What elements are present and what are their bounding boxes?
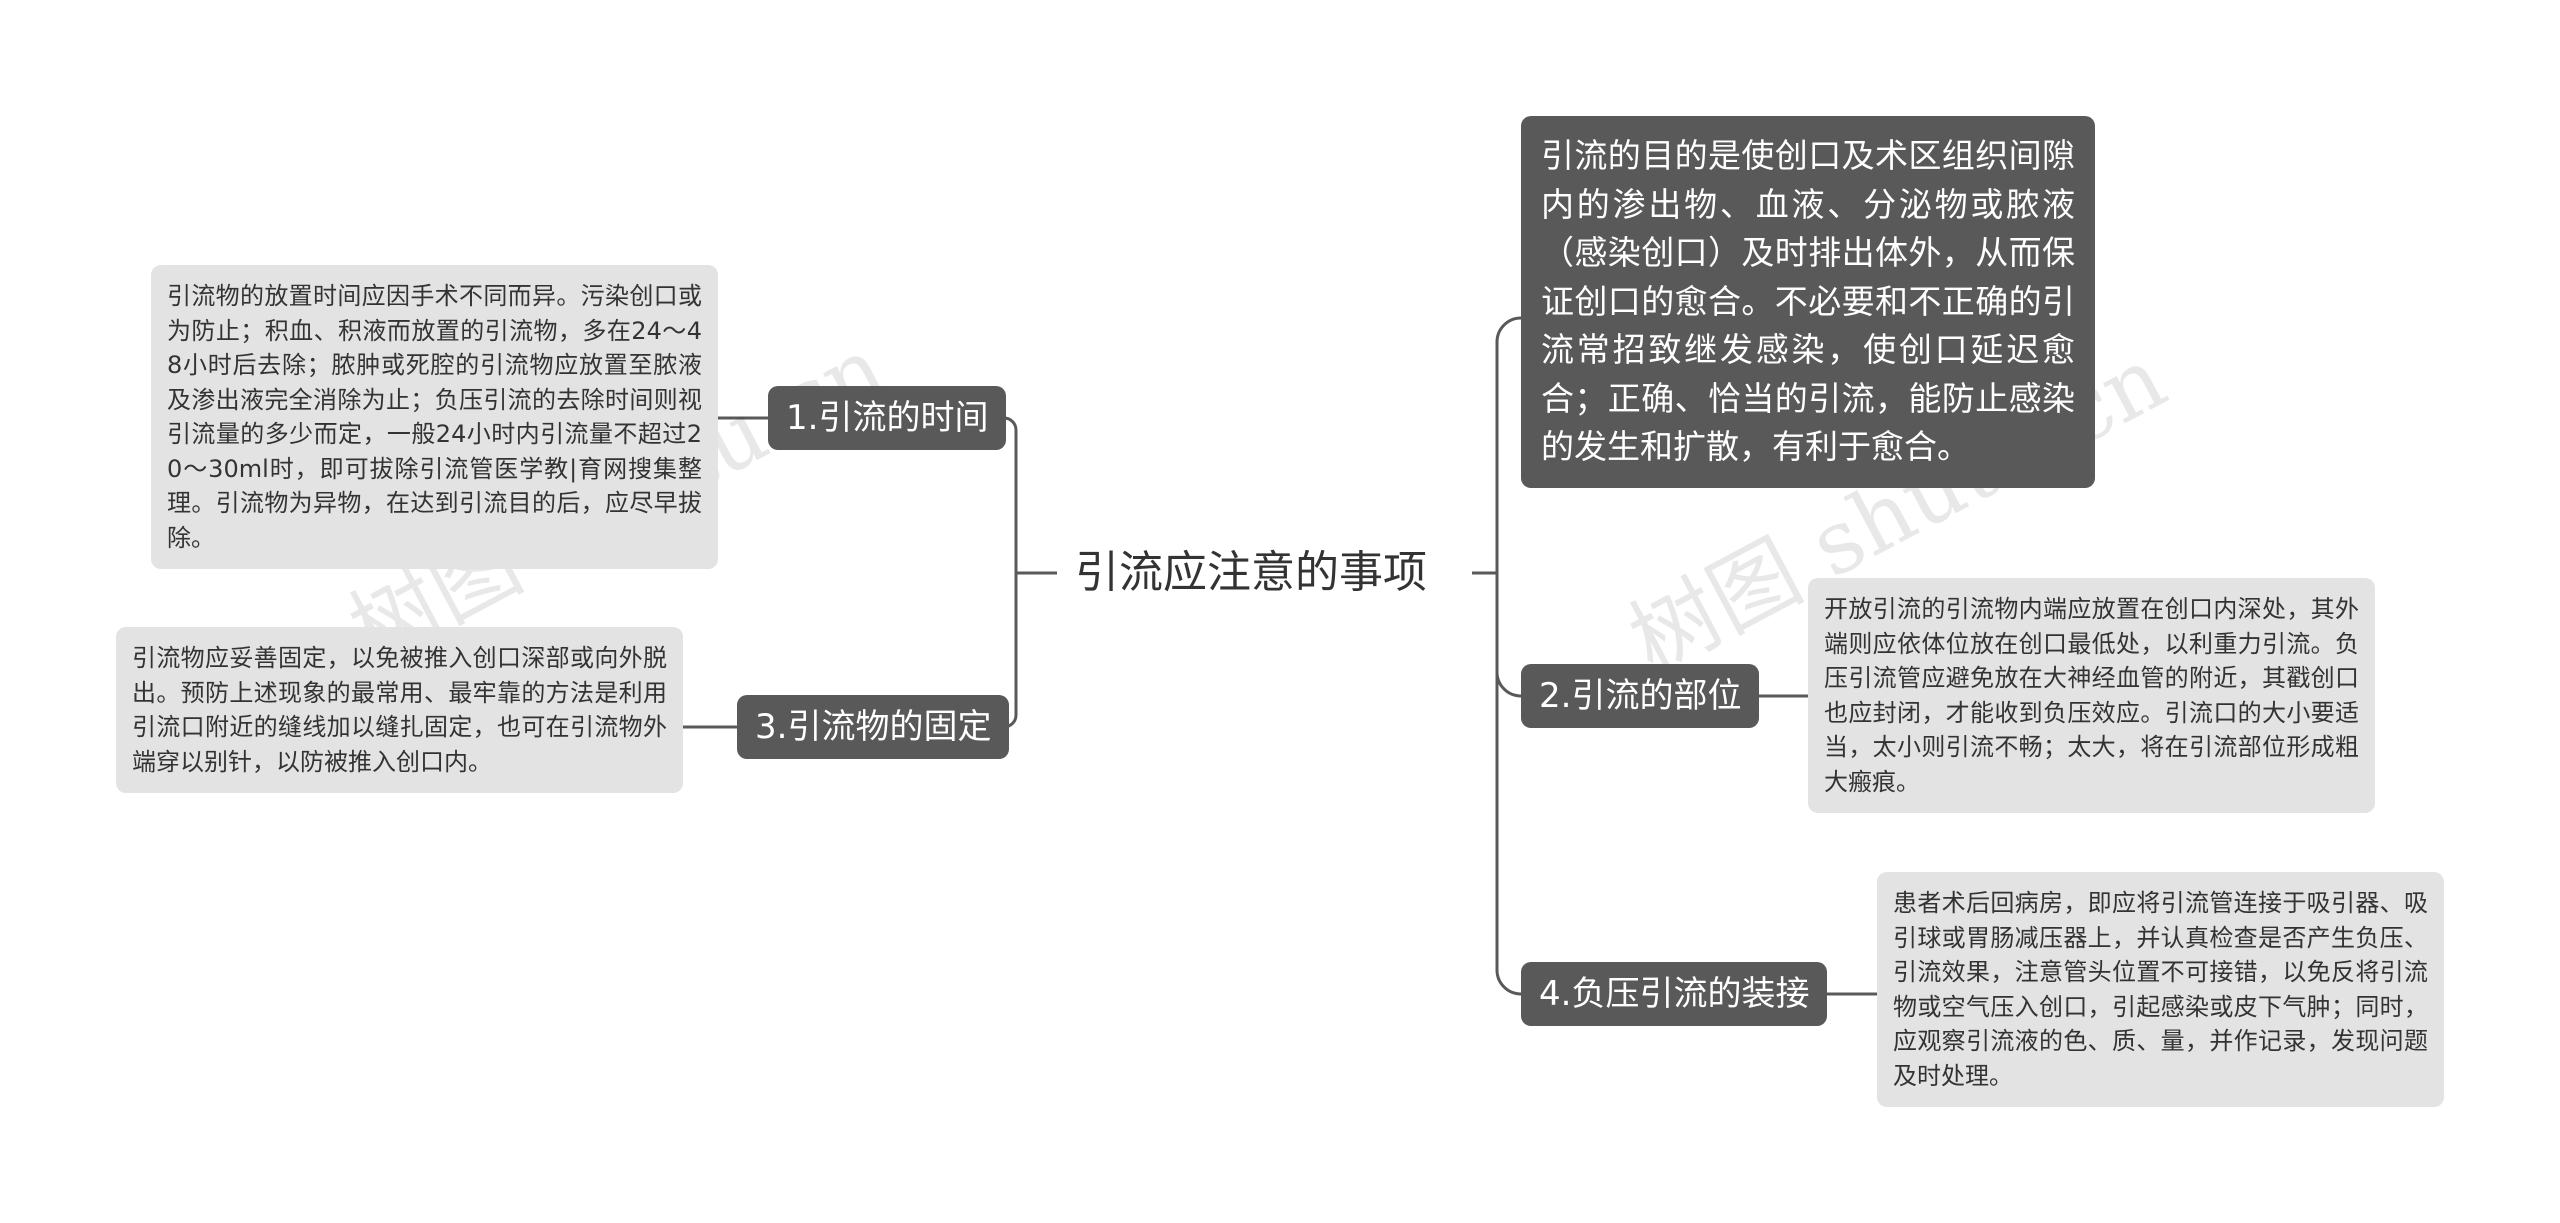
detail-fixation[interactable]: 引流物应妥善固定，以免被推入创口深部或向外脱出。预防上述现象的最常用、最牢靠的方…: [116, 627, 683, 793]
link-right-b2: [1495, 671, 1522, 698]
branch-fixation[interactable]: 3.引流物的固定: [737, 695, 1010, 759]
branch-time[interactable]: 1.引流的时间: [768, 386, 1007, 450]
branch-negative-pressure[interactable]: 4.负压引流的装接: [1521, 962, 1828, 1026]
detail-time[interactable]: 引流物的放置时间应因手术不同而异。污染创口或为防止；积血、积液而放置的引流物，多…: [151, 265, 718, 569]
link-right-trunk: [1495, 316, 1522, 996]
purpose-node[interactable]: 引流的目的是使创口及术区组织间隙内的渗出物、血液、分泌物或脓液（感染创口）及时排…: [1521, 116, 2095, 488]
detail-negative-pressure[interactable]: 患者术后回病房，即应将引流管连接于吸引器、吸引球或胃肠减压器上，并认真检查是否产…: [1877, 872, 2444, 1107]
branch-location[interactable]: 2.引流的部位: [1521, 664, 1760, 728]
link-left-trunk: [1003, 416, 1018, 729]
detail-location[interactable]: 开放引流的引流物内端应放置在创口内深处，其外端则应依体位放在创口最低处，以利重力…: [1808, 578, 2375, 813]
root-topic[interactable]: 引流应注意的事项: [1075, 547, 1427, 598]
